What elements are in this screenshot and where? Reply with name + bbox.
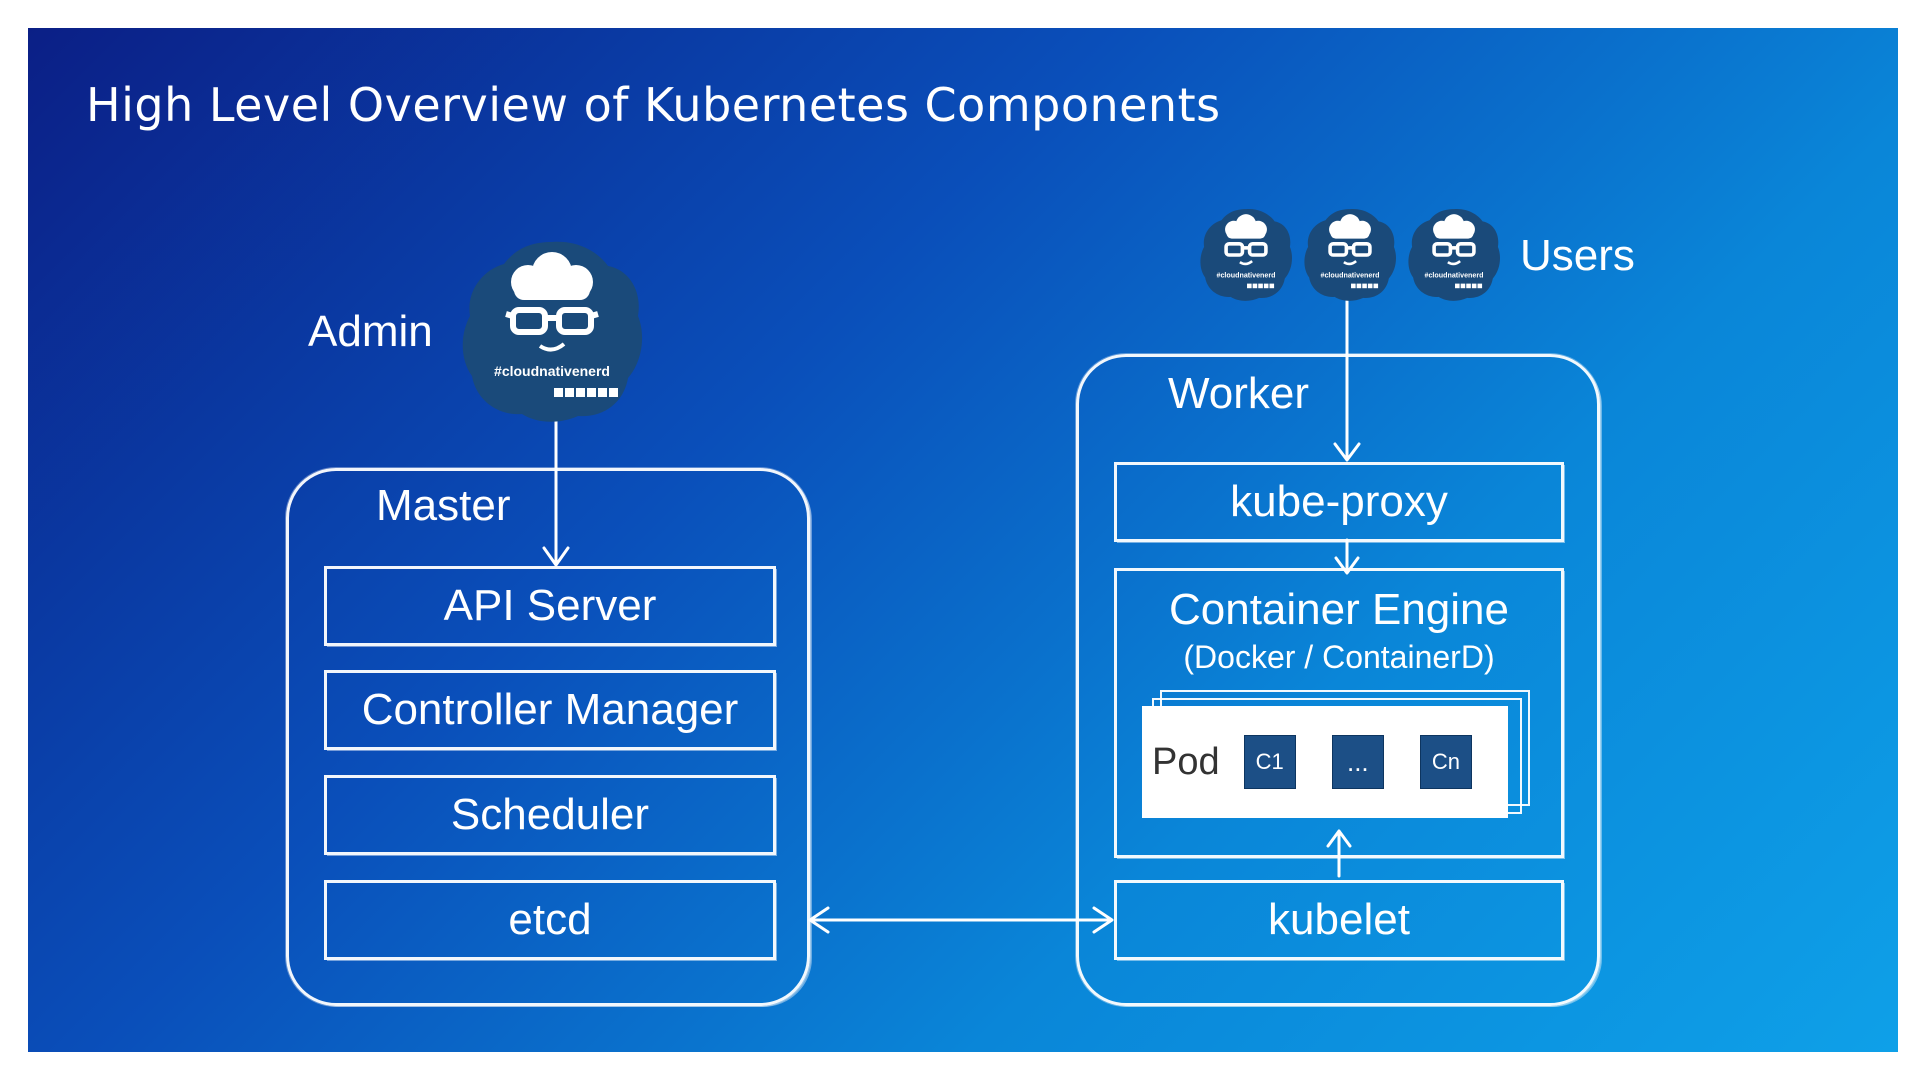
pod-label: Pod <box>1152 740 1220 783</box>
user-avatar-tag: #cloudnativenerd <box>1425 271 1484 279</box>
kube-proxy-box: kube-proxy <box>1114 462 1564 542</box>
container-engine-title: Container Engine <box>1168 585 1509 634</box>
master-label: Master <box>376 481 511 530</box>
cloud-nerd-icon <box>1433 214 1475 239</box>
master-node <box>286 468 810 1006</box>
api-server-box: API Server <box>324 566 776 646</box>
connector-layer <box>542 294 1361 934</box>
slide: High Level Overview of Kubernetes Compon… <box>28 28 1898 1052</box>
kubeproxy-to-engine-arrow <box>1334 538 1360 575</box>
kubelet-to-pod-arrow <box>1326 829 1352 878</box>
users-to-kubeproxy-arrow <box>1333 294 1361 462</box>
avatar-badge-shape <box>1408 208 1500 301</box>
pod-box: Pod C1 ... Cn <box>1142 706 1508 818</box>
container-cn: Cn <box>1419 735 1472 789</box>
user-avatar-tag: #cloudnativenerd <box>1321 271 1380 279</box>
admin-avatar-tag: #cloudnativenerd <box>494 363 610 379</box>
smile-icon <box>1239 260 1253 266</box>
avatar-badge-shape <box>1304 208 1396 301</box>
user-avatar-1: #cloudnativenerd <box>1200 208 1292 301</box>
avatar-brand-blocks <box>1351 283 1379 289</box>
container-engine-subtitle: (Docker / ContainerD) <box>1183 639 1495 675</box>
avatar-badge-shape <box>462 241 643 422</box>
user-avatar-tag: #cloudnativenerd <box>1217 271 1276 279</box>
smile-icon <box>1447 260 1461 266</box>
admin-avatar: #cloudnativenerd <box>462 241 643 422</box>
cloud-nerd-icon <box>1225 214 1267 239</box>
glasses-icon <box>1328 242 1372 257</box>
glasses-icon <box>1432 242 1476 257</box>
glasses-icon <box>1224 242 1268 257</box>
glasses-icon <box>505 307 599 335</box>
smile-icon <box>538 342 566 352</box>
avatar-brand-blocks <box>1455 283 1483 289</box>
avatar-brand-blocks <box>554 388 618 397</box>
controller-manager-box: Controller Manager <box>324 670 776 750</box>
user-avatar-3: #cloudnativenerd <box>1408 208 1500 301</box>
cloud-nerd-icon <box>1329 214 1371 239</box>
user-avatar-2: #cloudnativenerd <box>1304 208 1396 301</box>
users-label: Users <box>1520 231 1635 280</box>
worker-node <box>1076 354 1600 1006</box>
scheduler-box: Scheduler <box>324 775 776 855</box>
admin-to-api-arrow <box>542 418 570 567</box>
admin-label: Admin <box>308 307 433 356</box>
avatar-brand-blocks <box>1247 283 1275 289</box>
avatar-badge-shape <box>1200 208 1292 301</box>
smile-icon <box>1343 260 1357 266</box>
etcd-kubelet-arrow <box>808 906 1114 934</box>
slide-title: High Level Overview of Kubernetes Compon… <box>86 78 1221 132</box>
etcd-box: etcd <box>324 880 776 960</box>
kubelet-box: kubelet <box>1114 880 1564 960</box>
container-c1: C1 <box>1243 735 1296 789</box>
container-engine-box: Container Engine (Docker / ContainerD) <box>1114 568 1564 858</box>
cloud-nerd-icon <box>511 252 593 300</box>
container-ellipsis: ... <box>1331 735 1384 789</box>
worker-label: Worker <box>1168 369 1309 418</box>
